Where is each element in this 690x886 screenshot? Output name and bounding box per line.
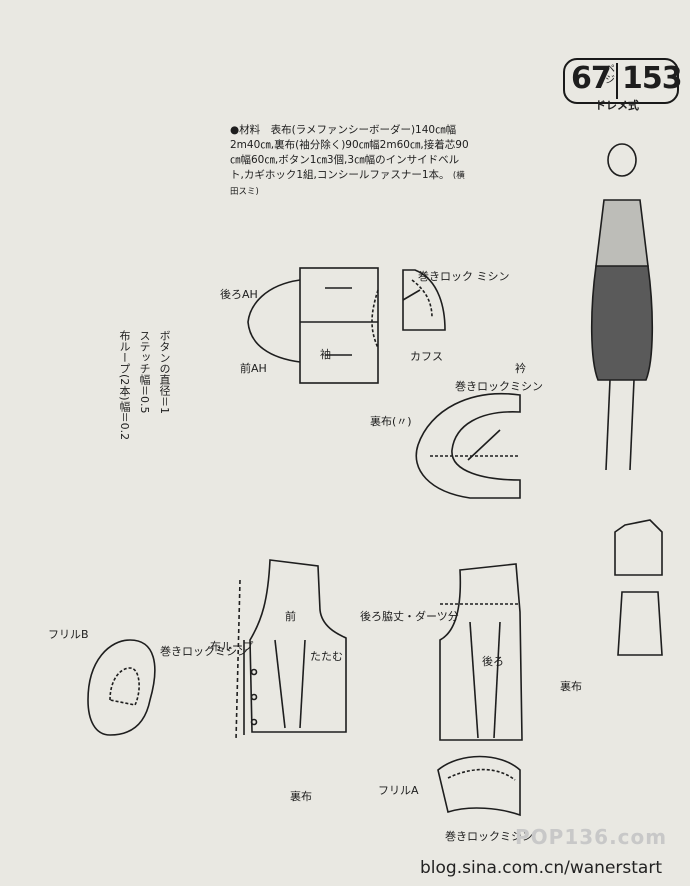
label-lining-back: 裏布	[560, 679, 582, 693]
label-loop: 布ループ	[210, 640, 253, 653]
note-stitch: ステッチ幅＝0.5	[138, 330, 151, 414]
frill-a-diagram	[437, 755, 521, 817]
sleeve-diagram	[247, 267, 379, 384]
front-bodice-diagram	[235, 559, 347, 741]
label-frill-a: フリルA	[378, 784, 419, 797]
label-lining-front: 裏布	[290, 789, 312, 803]
back-bodice-diagram	[439, 563, 523, 741]
label-back: 後ろ	[482, 654, 504, 668]
label-frill-a-serge: 巻きロックミシン	[445, 830, 533, 843]
collar-diagram	[415, 393, 521, 499]
label-front-ah: 前AH	[240, 361, 267, 375]
label-sleeve: 袖	[320, 347, 331, 361]
garment-flats	[614, 519, 663, 656]
label-collar-serge: 巻きロックミシン	[455, 380, 543, 393]
label-collar: 衿	[515, 361, 526, 375]
page-suffix: ペ ジ	[605, 64, 615, 86]
pattern-method: ドレメ式	[595, 99, 639, 112]
label-cuff-serge: 巻きロック ミシン	[418, 270, 510, 283]
page-badge: 67 ペ ジ 153	[563, 58, 683, 104]
label-lining-sleeve: 裏布(〃)	[370, 414, 412, 428]
label-cuffs: カフス	[410, 350, 443, 363]
page-number: 67	[571, 61, 612, 96]
figure-illustration	[590, 143, 654, 471]
blog-watermark: blog.sina.com.cn/wanerstart	[420, 858, 662, 878]
label-front: 前	[285, 609, 296, 623]
frill-b-diagram	[87, 639, 156, 736]
note-loop: 布ループ(2本)幅＝0.2	[118, 330, 131, 441]
label-frill-b: フリルB	[48, 628, 89, 641]
cuff-diagram	[402, 269, 446, 331]
site-logo: POP136.com	[515, 825, 668, 849]
materials-text: ●材料 表布(ラメファンシーボーダー)140㎝幅2m40㎝,裏布(袖分除く)90…	[230, 123, 470, 200]
materials-body: ●材料 表布(ラメファンシーボーダー)140㎝幅2m40㎝,裏布(袖分除く)90…	[230, 124, 469, 181]
designer-credit: (横田スミ)	[230, 171, 465, 197]
label-back-dart: 後ろ脇丈・ダーツ分	[360, 609, 459, 623]
badge-divider	[616, 63, 618, 99]
label-tatamu: たたむ	[310, 650, 343, 663]
label-frill-b-serge: 巻きロックミシン	[160, 645, 248, 658]
label-back-ah: 後ろAH	[220, 287, 258, 301]
design-number: 153	[622, 61, 683, 96]
note-buttons: ボタンの直径＝1	[158, 330, 171, 414]
